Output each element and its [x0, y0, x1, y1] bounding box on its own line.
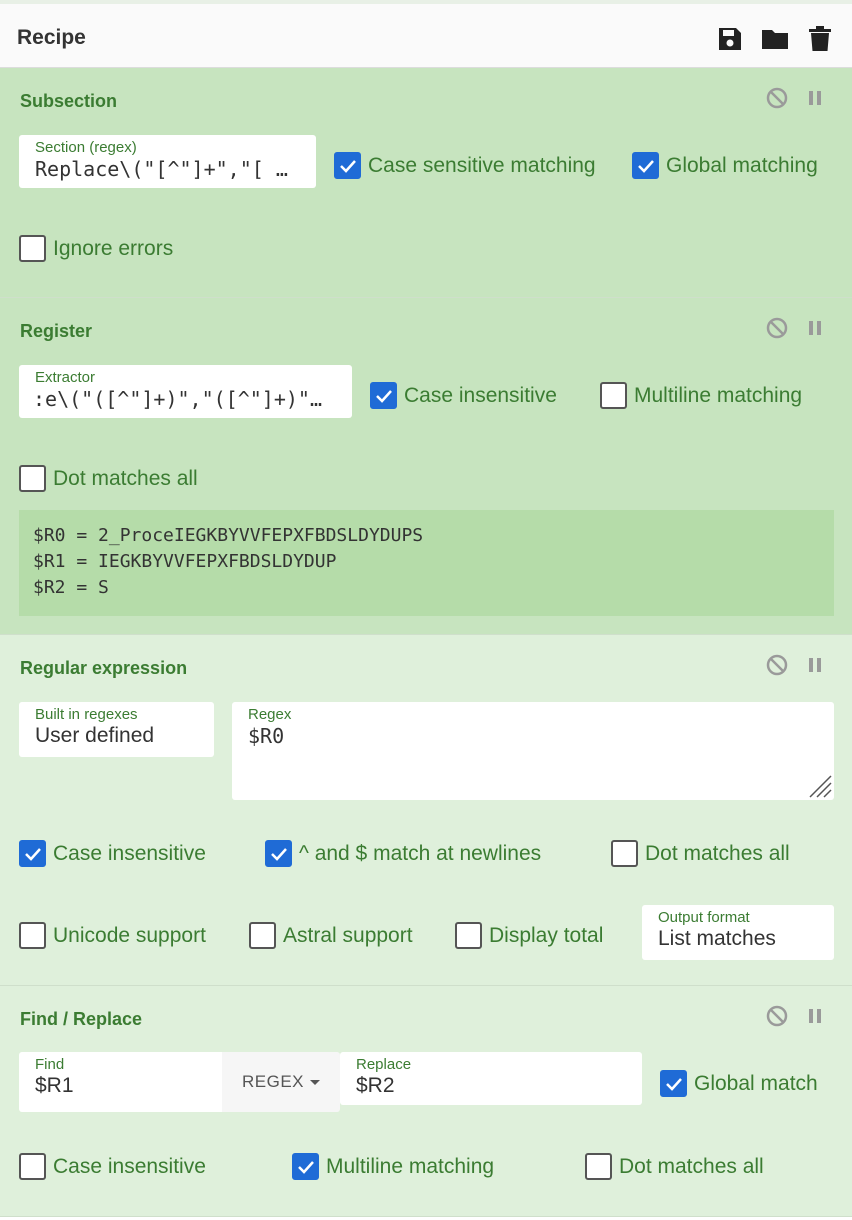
output-line: $R2 = S	[33, 577, 109, 598]
field-label: Built in regexes	[35, 706, 138, 723]
recipe-header: Recipe	[0, 0, 852, 68]
recipe-title: Recipe	[17, 26, 86, 49]
field-value: :e\("([^"]+)","([^"]+)"…	[33, 387, 322, 411]
disable-icon[interactable]	[766, 654, 788, 676]
pause-icon[interactable]	[804, 1005, 826, 1027]
disable-icon[interactable]	[766, 1005, 788, 1027]
pause-icon[interactable]	[804, 317, 826, 339]
checkbox-checked-icon	[660, 1070, 687, 1097]
case-insensitive-checkbox[interactable]: Case insensitive	[370, 382, 557, 409]
astral-support-checkbox[interactable]: Astral support	[249, 922, 413, 949]
disable-icon[interactable]	[766, 87, 788, 109]
checkbox-label: Global match	[694, 1071, 818, 1095]
builtin-regexes-select[interactable]: Built in regexes User defined	[19, 702, 214, 757]
disable-icon[interactable]	[766, 317, 788, 339]
operation-regular-expression: Regular expression Built in regexes User…	[0, 635, 852, 986]
resize-handle-icon[interactable]	[806, 772, 832, 798]
checkbox-label: Multiline matching	[326, 1154, 495, 1178]
checkbox-label: Case insensitive	[404, 383, 557, 407]
dropdown-label: REGEX	[241, 1072, 305, 1091]
field-value: Replace\("[^"]+","[ …	[35, 157, 288, 181]
checkbox-label: Multiline matching	[634, 383, 803, 407]
replace-field[interactable]: Replace $R2	[340, 1052, 642, 1105]
checkbox-unchecked-icon	[19, 1153, 46, 1180]
multiline-matching-checkbox[interactable]: Multiline matching	[600, 382, 802, 409]
checkbox-label: Astral support	[283, 923, 413, 947]
operation-title: Register	[20, 321, 93, 341]
checkbox-unchecked-icon	[19, 922, 46, 949]
display-total-checkbox[interactable]: Display total	[455, 922, 603, 949]
checkbox-checked-icon	[19, 840, 46, 867]
operation-subsection: Subsection Section (regex) Replace\("[^"…	[0, 68, 852, 298]
checkbox-label: ^ and $ match at newlines	[299, 841, 542, 865]
checkbox-label: Unicode support	[53, 923, 206, 947]
checkbox-checked-icon	[292, 1153, 319, 1180]
operation-title: Regular expression	[20, 658, 188, 678]
field-label: Find	[35, 1056, 65, 1073]
field-value: $R1	[35, 1074, 74, 1097]
field-label: Replace	[356, 1056, 412, 1073]
checkbox-label: Display total	[489, 923, 604, 947]
case-sensitive-checkbox[interactable]: Case sensitive matching	[334, 152, 596, 179]
checkbox-unchecked-icon	[19, 235, 46, 262]
checkbox-unchecked-icon	[249, 922, 276, 949]
field-value: $R0	[248, 724, 285, 748]
field-value: $R2	[356, 1074, 395, 1097]
pause-icon[interactable]	[804, 654, 826, 676]
case-insensitive-checkbox[interactable]: Case insensitive	[19, 840, 206, 867]
multiline-matching-checkbox[interactable]: Multiline matching	[292, 1153, 494, 1180]
operation-find-replace: Find / Replace Find $R1 REGEX Replace $R…	[0, 986, 852, 1217]
checkbox-unchecked-icon	[19, 465, 46, 492]
case-insensitive-checkbox[interactable]: Case insensitive	[19, 1153, 206, 1180]
ignore-errors-checkbox[interactable]: Ignore errors	[19, 235, 173, 262]
field-label: Section (regex)	[35, 139, 137, 156]
field-label: Extractor	[35, 369, 96, 386]
dot-matches-all-checkbox[interactable]: Dot matches all	[19, 465, 198, 492]
operation-title: Subsection	[20, 91, 118, 111]
checkbox-unchecked-icon	[600, 382, 627, 409]
global-matching-checkbox[interactable]: Global matching	[632, 152, 818, 179]
field-value: List matches	[658, 927, 776, 950]
checkbox-label: Case sensitive matching	[368, 153, 596, 177]
checkbox-checked-icon	[370, 382, 397, 409]
dot-matches-all-checkbox[interactable]: Dot matches all	[611, 840, 790, 867]
regex-textarea[interactable]: Regex $R0	[232, 702, 834, 800]
output-format-select[interactable]: Output format List matches	[642, 905, 834, 960]
checkbox-unchecked-icon	[611, 840, 638, 867]
unicode-support-checkbox[interactable]: Unicode support	[19, 922, 206, 949]
match-at-newlines-checkbox[interactable]: ^ and $ match at newlines	[265, 840, 541, 867]
find-field[interactable]: Find $R1 REGEX	[19, 1052, 340, 1112]
checkbox-checked-icon	[265, 840, 292, 867]
extractor-field[interactable]: Extractor :e\("([^"]+)","([^"]+)"…	[19, 365, 352, 418]
section-regex-field[interactable]: Section (regex) Replace\("[^"]+","[ …	[19, 135, 316, 188]
register-output: $R0 = 2_ProceIEGKBYVVFEPXFBDSLDYDUPS $R1…	[19, 510, 834, 616]
output-line: $R0 = 2_ProceIEGKBYVVFEPXFBDSLDYDUPS	[33, 525, 424, 546]
checkbox-unchecked-icon	[455, 922, 482, 949]
checkbox-checked-icon	[334, 152, 361, 179]
field-value: User defined	[35, 724, 155, 747]
checkbox-label: Dot matches all	[645, 841, 790, 865]
checkbox-label: Ignore errors	[53, 236, 174, 260]
field-label: Output format	[658, 909, 750, 926]
checkbox-unchecked-icon	[585, 1153, 612, 1180]
checkbox-label: Dot matches all	[53, 466, 198, 490]
checkbox-checked-icon	[632, 152, 659, 179]
global-match-checkbox[interactable]: Global match	[660, 1070, 818, 1097]
field-label: Regex	[248, 706, 292, 723]
chevron-down-icon	[310, 1079, 321, 1085]
output-line: $R1 = IEGKBYVVFEPXFBDSLDYDUP	[33, 551, 337, 572]
pause-icon[interactable]	[804, 87, 826, 109]
find-mode-dropdown[interactable]: REGEX	[222, 1052, 340, 1112]
checkbox-label: Case insensitive	[53, 841, 206, 865]
save-icon[interactable]	[717, 26, 743, 52]
trash-icon[interactable]	[808, 26, 834, 52]
dot-matches-all-checkbox[interactable]: Dot matches all	[585, 1153, 764, 1180]
checkbox-label: Case insensitive	[53, 1154, 206, 1178]
operation-title: Find / Replace	[20, 1009, 143, 1029]
operation-register: Register Extractor :e\("([^"]+)","([^"]+…	[0, 298, 852, 635]
checkbox-label: Dot matches all	[619, 1154, 764, 1178]
checkbox-label: Global matching	[666, 153, 818, 177]
folder-icon[interactable]	[761, 26, 788, 52]
